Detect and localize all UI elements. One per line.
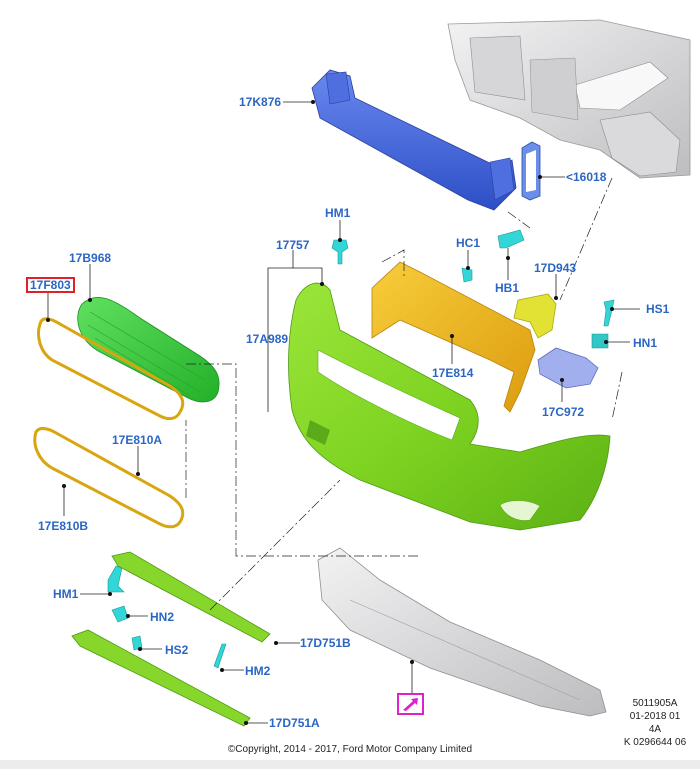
part-label-17c972[interactable]: 17C972 — [542, 405, 585, 419]
part-label-hc1[interactable]: HC1 — [456, 236, 481, 250]
leader-lines — [47, 101, 640, 724]
bracket-17d943 — [513, 293, 557, 339]
part-label-17e814[interactable]: 17E814 — [432, 366, 474, 380]
bumper-reinforcement — [311, 69, 517, 211]
part-label-hm1-bottom[interactable]: HM1 — [53, 587, 79, 601]
vehicle-front-body — [447, 19, 691, 179]
part-label-17757[interactable]: 17757 — [276, 238, 310, 252]
leader-dots — [46, 100, 614, 725]
part-label-hm2[interactable]: HM2 — [245, 664, 271, 678]
doc-reference: K 0296644 06 — [623, 737, 687, 748]
doc-number: 5011905A — [632, 698, 678, 709]
part-label-hm1-top[interactable]: HM1 — [325, 206, 351, 220]
grille-bezel-upper — [37, 317, 185, 421]
part-label-hn2[interactable]: HN2 — [150, 610, 175, 624]
part-label-hs2[interactable]: HS2 — [165, 643, 189, 657]
bumper-cover — [288, 282, 611, 531]
clips — [107, 229, 615, 669]
doc-info: 5011905A 01-2018 01 4A K 0296644 06 — [610, 697, 700, 749]
part-label-17e810b[interactable]: 17E810B — [38, 519, 89, 533]
part-label-17d943[interactable]: 17D943 — [534, 261, 577, 275]
lower-trim-strips — [71, 551, 271, 727]
part-label-hs1[interactable]: HS1 — [646, 302, 670, 316]
dash-dot-guide-lines — [185, 177, 623, 611]
part-label-17d751a[interactable]: 17D751A — [269, 716, 320, 730]
part-label-17k876[interactable]: 17K876 — [239, 95, 282, 109]
arrow-link-icon[interactable] — [397, 693, 424, 715]
part-label-hn1[interactable]: HN1 — [633, 336, 658, 350]
doc-revision: 4A — [648, 724, 662, 735]
part-label-17a989[interactable]: 17A989 — [246, 332, 289, 346]
part-label-17f803-highlighted[interactable]: 17F803 — [26, 277, 75, 293]
part-label-16018[interactable]: <16018 — [566, 170, 607, 184]
undertray — [317, 547, 607, 717]
part-label-17e810a[interactable]: 17E810A — [112, 433, 163, 447]
footer-band — [0, 760, 700, 769]
part-label-17d751b[interactable]: 17D751B — [300, 636, 351, 650]
part-label-17b968[interactable]: 17B968 — [69, 251, 112, 265]
grille-bezel-lower — [33, 426, 185, 529]
slide-bracket — [537, 347, 599, 389]
copyright-notice: ©Copyright, 2014 - 2017, Ford Motor Comp… — [227, 744, 473, 755]
doc-date: 01-2018 01 — [629, 711, 681, 722]
grille — [77, 297, 220, 403]
part-label-hb1[interactable]: HB1 — [495, 281, 520, 295]
arrow-glyph-icon — [403, 698, 418, 711]
bracket-16018 — [521, 141, 541, 201]
